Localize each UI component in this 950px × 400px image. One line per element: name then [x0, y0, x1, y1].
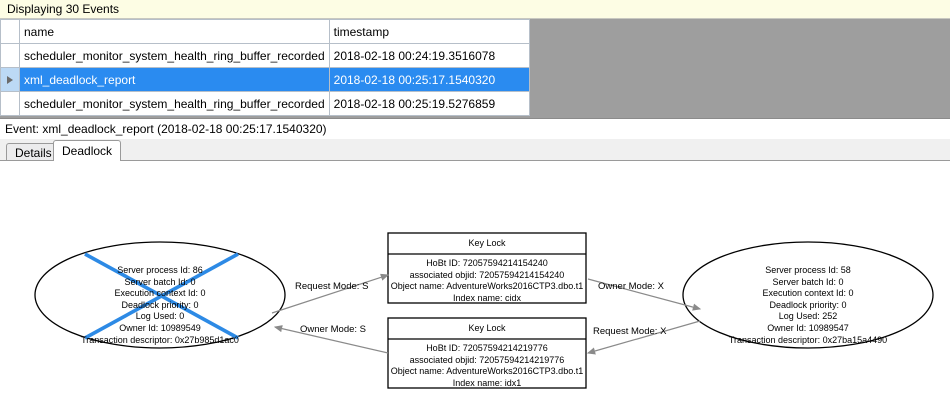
lock-node-bottom-body: HoBt ID: 72057594214219776 associated ob…	[389, 343, 585, 389]
cell-name[interactable]: scheduler_monitor_system_health_ring_buf…	[19, 43, 330, 68]
edge-label-owner-mode-s: Owner Mode: S	[300, 324, 366, 335]
table-row[interactable]: scheduler_monitor_system_health_ring_buf…	[0, 91, 530, 116]
row-selector-cell[interactable]	[0, 43, 20, 68]
cell-timestamp[interactable]: 2018-02-18 00:25:17.1540320	[328, 67, 530, 92]
lock-node-top-title: Key Lock	[468, 238, 506, 248]
cell-timestamp[interactable]: 2018-02-18 00:24:19.3516078	[328, 43, 530, 68]
deadlock-graph-pane[interactable]: Server process Id: 86 Server batch Id: 0…	[0, 160, 950, 400]
events-banner: Displaying 30 Events	[0, 0, 950, 19]
table-row[interactable]: scheduler_monitor_system_health_ring_buf…	[0, 43, 530, 68]
lock-node-top-body: HoBt ID: 72057594214154240 associated ob…	[389, 258, 585, 304]
deadlock-graph-svg	[34, 232, 934, 389]
victim-cross-line-2	[84, 252, 239, 340]
event-detail-title: Event: xml_deadlock_report (2018-02-18 0…	[5, 122, 327, 136]
lock-bottom-line: associated objid: 72057594214219776	[409, 354, 565, 365]
lock-bottom-line: HoBt ID: 72057594214219776	[426, 343, 548, 353]
edge-left-to-toplock	[271, 273, 390, 314]
lock-node-top	[387, 232, 587, 304]
row-selector-header	[0, 19, 20, 44]
current-row-arrow-icon	[7, 75, 13, 84]
cell-name[interactable]: xml_deadlock_report	[19, 67, 330, 92]
edge-botlock-to-left	[273, 325, 389, 354]
column-header-name[interactable]: name	[19, 19, 330, 44]
row-selector-cell[interactable]	[0, 67, 20, 92]
lock-node-bottom-title: Key Lock	[468, 323, 506, 333]
lock-top-line: HoBt ID: 72057594214154240	[426, 258, 548, 268]
tab-deadlock[interactable]: Deadlock	[53, 140, 122, 161]
events-banner-label: Displaying 30 Events	[7, 2, 120, 16]
lock-bottom-line: Index name: idx1	[452, 377, 522, 388]
lock-top-line: associated objid: 72057594214154240	[409, 269, 565, 280]
lock-bottom-line: Object name: AdventureWorks2016CTP3.dbo.…	[390, 366, 584, 377]
cell-timestamp[interactable]: 2018-02-18 00:25:19.5276859	[328, 91, 530, 116]
edge-label-request-mode-x: Request Mode: X	[593, 326, 667, 337]
events-table: name timestamp scheduler_monitor_system_…	[0, 19, 530, 116]
detail-tabstrip: Details Deadlock	[0, 139, 950, 161]
edge-toplock-to-right	[587, 278, 702, 311]
events-grid[interactable]: name timestamp scheduler_monitor_system_…	[0, 19, 950, 118]
table-header-row: name timestamp	[0, 19, 530, 44]
lock-top-line: Index name: cidx	[452, 292, 522, 303]
event-detail-header: Event: xml_deadlock_report (2018-02-18 0…	[0, 118, 950, 139]
row-selector-cell[interactable]	[0, 91, 20, 116]
column-header-timestamp[interactable]: timestamp	[328, 19, 530, 44]
process-node-right	[682, 241, 934, 349]
edge-label-request-mode-s: Request Mode: S	[295, 281, 369, 292]
edge-right-to-botlock	[586, 320, 701, 355]
cell-name[interactable]: scheduler_monitor_system_health_ring_buf…	[19, 91, 330, 116]
lock-node-bottom	[387, 317, 587, 389]
lock-top-line: Object name: AdventureWorks2016CTP3.dbo.…	[390, 281, 584, 292]
table-row-selected[interactable]: xml_deadlock_report 2018-02-18 00:25:17.…	[0, 67, 530, 92]
edge-label-owner-mode-x: Owner Mode: X	[598, 281, 664, 292]
